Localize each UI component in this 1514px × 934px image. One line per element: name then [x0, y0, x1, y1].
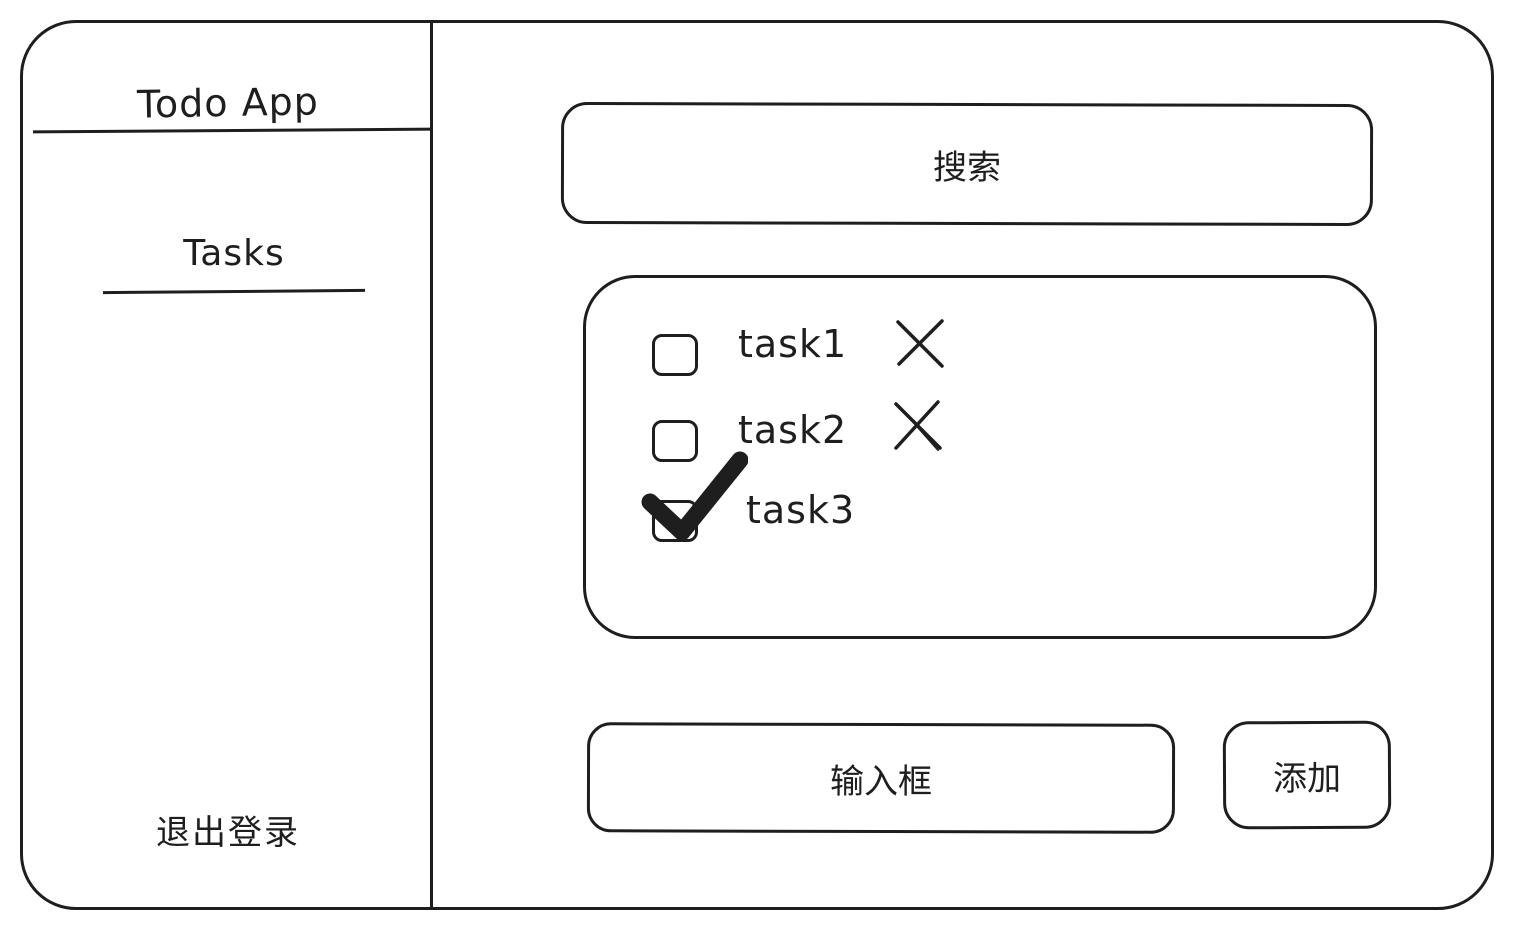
app-window: Todo App Tasks 退出登录 搜索 task1 task2 — [20, 20, 1494, 910]
close-icon[interactable] — [892, 316, 948, 372]
task-checkbox[interactable] — [652, 334, 698, 376]
task-checkbox[interactable] — [652, 420, 698, 462]
close-icon[interactable] — [890, 398, 946, 454]
task-label: task2 — [738, 408, 848, 452]
search-input[interactable]: 搜索 — [560, 101, 1374, 227]
sidebar: Todo App Tasks 退出登录 — [23, 23, 434, 907]
task-label: task3 — [746, 488, 856, 532]
sidebar-item-tasks-underline — [102, 288, 366, 295]
title-divider — [32, 127, 434, 134]
add-task-button[interactable]: 添加 — [1222, 720, 1392, 830]
task-label: task1 — [738, 322, 848, 366]
task-input-label: 输入框 — [829, 761, 933, 802]
add-task-button-label: 添加 — [1272, 758, 1342, 799]
check-icon — [641, 451, 748, 541]
search-label: 搜索 — [932, 147, 1002, 188]
task-input[interactable]: 输入框 — [586, 722, 1176, 834]
app-title: Todo App — [136, 79, 320, 127]
logout-button[interactable]: 退出登录 — [156, 813, 300, 853]
task-list: task1 task2 task3 — [583, 275, 1377, 639]
sidebar-item-tasks[interactable]: Tasks — [183, 233, 285, 274]
